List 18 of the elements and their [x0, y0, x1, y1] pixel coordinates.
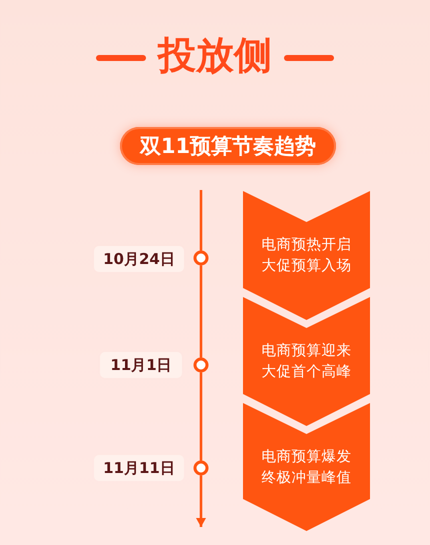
timeline-line [200, 372, 202, 460]
timeline-dot [194, 358, 208, 372]
date-label: 11月11日 [94, 455, 184, 481]
date-label: 10月24日 [94, 246, 184, 272]
timeline-line [200, 190, 202, 250]
timeline-line [200, 266, 202, 358]
chevron-text: 电商预热开启大促预算入场 [260, 236, 352, 276]
title: 投放侧 [158, 32, 272, 79]
chevron-text: 电商预算爆发终极冲量峰值 [260, 448, 352, 488]
timeline-dot [194, 461, 208, 475]
timeline-dot [194, 251, 208, 265]
heading-pill: 双11预算节奏趋势 [120, 127, 336, 165]
chevron-box [243, 403, 370, 531]
timeline-line [196, 476, 206, 527]
chevron-box [243, 191, 370, 320]
date-label: 11月1日 [100, 352, 182, 378]
chevron-box [243, 297, 370, 426]
chevron-text: 电商预算迎来大促首个高峰 [260, 342, 352, 382]
